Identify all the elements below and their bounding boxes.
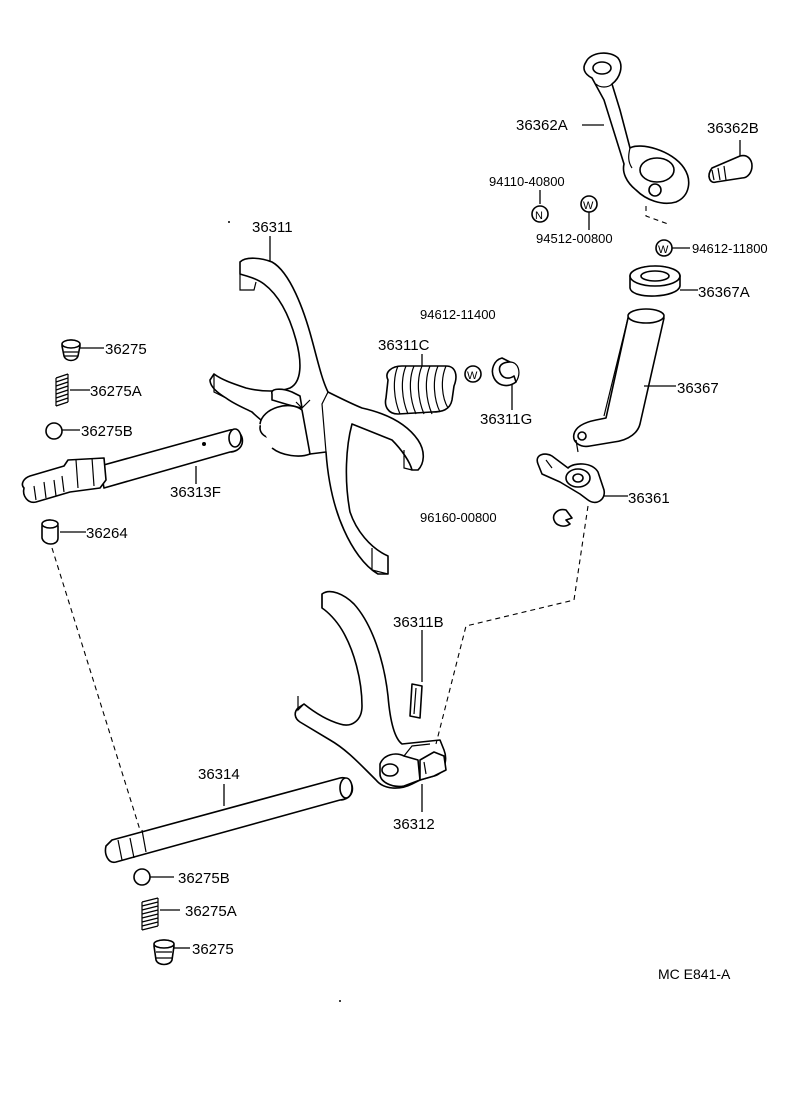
pin-36362b	[708, 154, 753, 184]
ball-36275b-bottom	[133, 868, 151, 886]
plug-36275-top	[61, 339, 81, 362]
washer-94612-11400: W	[464, 365, 482, 383]
shift-fork-36311	[209, 257, 425, 575]
label-36264: 36264	[86, 525, 128, 542]
washer-94612-11800: W	[655, 239, 673, 257]
nut-94110-40800: N	[531, 205, 549, 223]
label-36275b-bottom: 36275B	[178, 870, 230, 887]
washer-letter-3: W	[467, 370, 478, 382]
arm-36361	[536, 453, 606, 504]
plug-36275-bottom	[153, 939, 175, 966]
slotted-pin-36311b	[409, 683, 423, 719]
oil-seal-36367a	[629, 265, 681, 297]
label-36314: 36314	[198, 766, 240, 783]
label-36311c: 36311C	[378, 337, 430, 354]
washer-letter-2: W	[658, 244, 669, 256]
spring-36275a-top	[55, 373, 69, 407]
label-36362b: 36362B	[707, 120, 759, 137]
label-36367a: 36367A	[698, 284, 750, 301]
label-94612-11400: 94612-11400	[420, 307, 496, 322]
label-36275-bottom: 36275	[192, 941, 234, 958]
assembly-line-arm	[435, 505, 589, 745]
label-94110-40800: 94110-40800	[489, 174, 565, 189]
label-94512-00800: 94512-00800	[536, 231, 613, 246]
label-36367: 36367	[677, 380, 719, 397]
label-36275a-top: 36275A	[90, 383, 142, 400]
label-36275a-bottom: 36275A	[185, 903, 237, 920]
reference-code: MC E841-A	[658, 966, 731, 982]
e-ring-96160-00800	[552, 508, 573, 527]
shift-lever-36362a	[583, 52, 690, 205]
washer-letter: W	[583, 200, 594, 212]
ball-36275b-top	[45, 422, 63, 440]
shaft-36367	[572, 308, 665, 453]
snap-ring-36311g	[491, 357, 520, 387]
label-36275-top: 36275	[105, 341, 147, 358]
label-36275b-top: 36275B	[81, 423, 133, 440]
label-36362a: 36362A	[516, 117, 568, 134]
label-36361: 36361	[628, 490, 670, 507]
spring-36311c	[384, 365, 457, 415]
shaft-36313f	[21, 428, 244, 504]
interlock-pin-36264	[41, 519, 59, 545]
label-36311g: 36311G	[480, 411, 532, 428]
label-36311b: 36311B	[393, 614, 444, 631]
washer-94512-00800: W	[580, 195, 598, 213]
label-36311: 36311	[252, 219, 293, 236]
label-96160-00800: 96160-00800	[420, 510, 497, 525]
label-36313f: 36313F	[170, 484, 221, 501]
shift-fork-36312	[294, 590, 447, 789]
label-36312: 36312	[393, 816, 435, 833]
nut-letter: N	[535, 210, 543, 222]
spring-36275a-bottom	[141, 897, 159, 931]
assembly-line-interlock	[51, 547, 141, 831]
shaft-36314	[104, 776, 354, 864]
label-94612-11800: 94612-11800	[692, 241, 768, 256]
